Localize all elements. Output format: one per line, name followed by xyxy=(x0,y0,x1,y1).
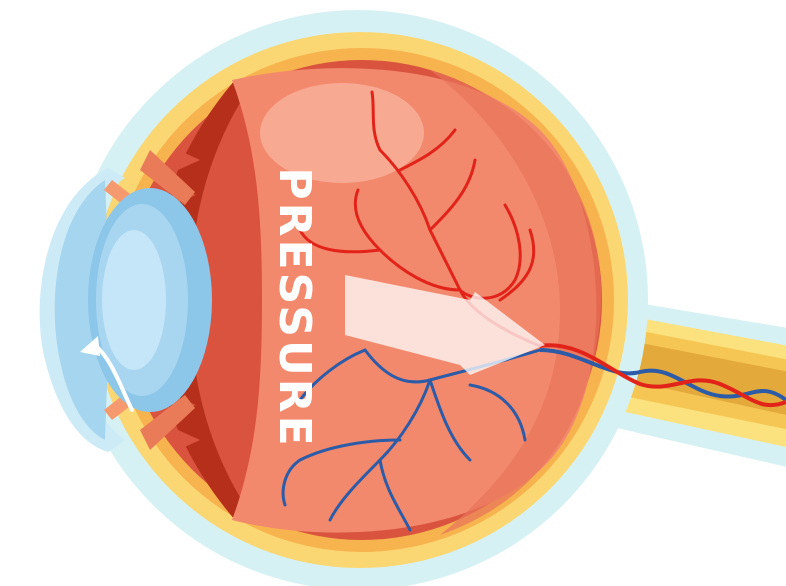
pressure-label: PRESSURE xyxy=(269,167,320,448)
lens-nucleus xyxy=(102,230,166,370)
